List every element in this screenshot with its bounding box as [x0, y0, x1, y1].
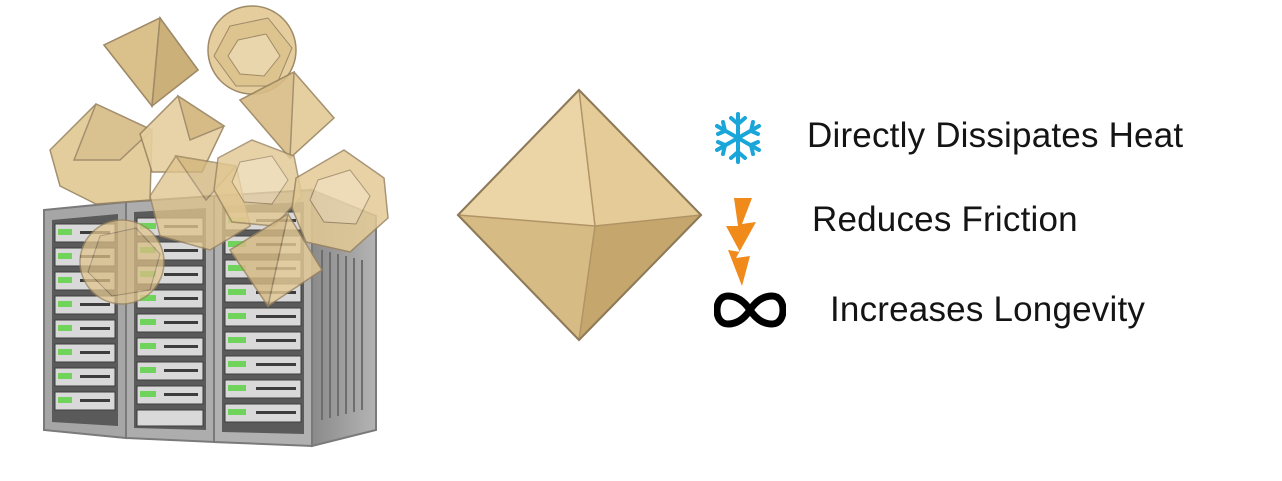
diamond-particle	[79, 219, 165, 305]
benefit-friction: Reduces Friction	[700, 192, 1260, 288]
infinity-icon	[714, 292, 786, 328]
benefit-heat: Directly Dissipates Heat	[700, 108, 1260, 168]
benefit-label: Directly Dissipates Heat	[807, 116, 1184, 155]
diamond-particle	[207, 5, 297, 95]
snowflake-icon	[715, 112, 761, 164]
diamond-particle	[238, 70, 336, 160]
octahedron-diamond-particle	[456, 88, 703, 342]
benefit-longevity: Increases Longevity	[700, 282, 1260, 342]
lightning-icon	[726, 198, 756, 286]
benefit-label: Increases Longevity	[830, 290, 1146, 329]
benefit-label: Reduces Friction	[812, 200, 1078, 239]
diamond-particle	[228, 212, 324, 308]
diamond-particle	[49, 102, 154, 205]
diamond-particle	[102, 15, 200, 108]
diamond-particles	[49, 5, 389, 308]
diamond-particle	[139, 94, 226, 173]
diamond-particle	[291, 149, 389, 253]
diamond-particle	[213, 139, 303, 227]
server-racks-with-particles	[43, 5, 389, 448]
